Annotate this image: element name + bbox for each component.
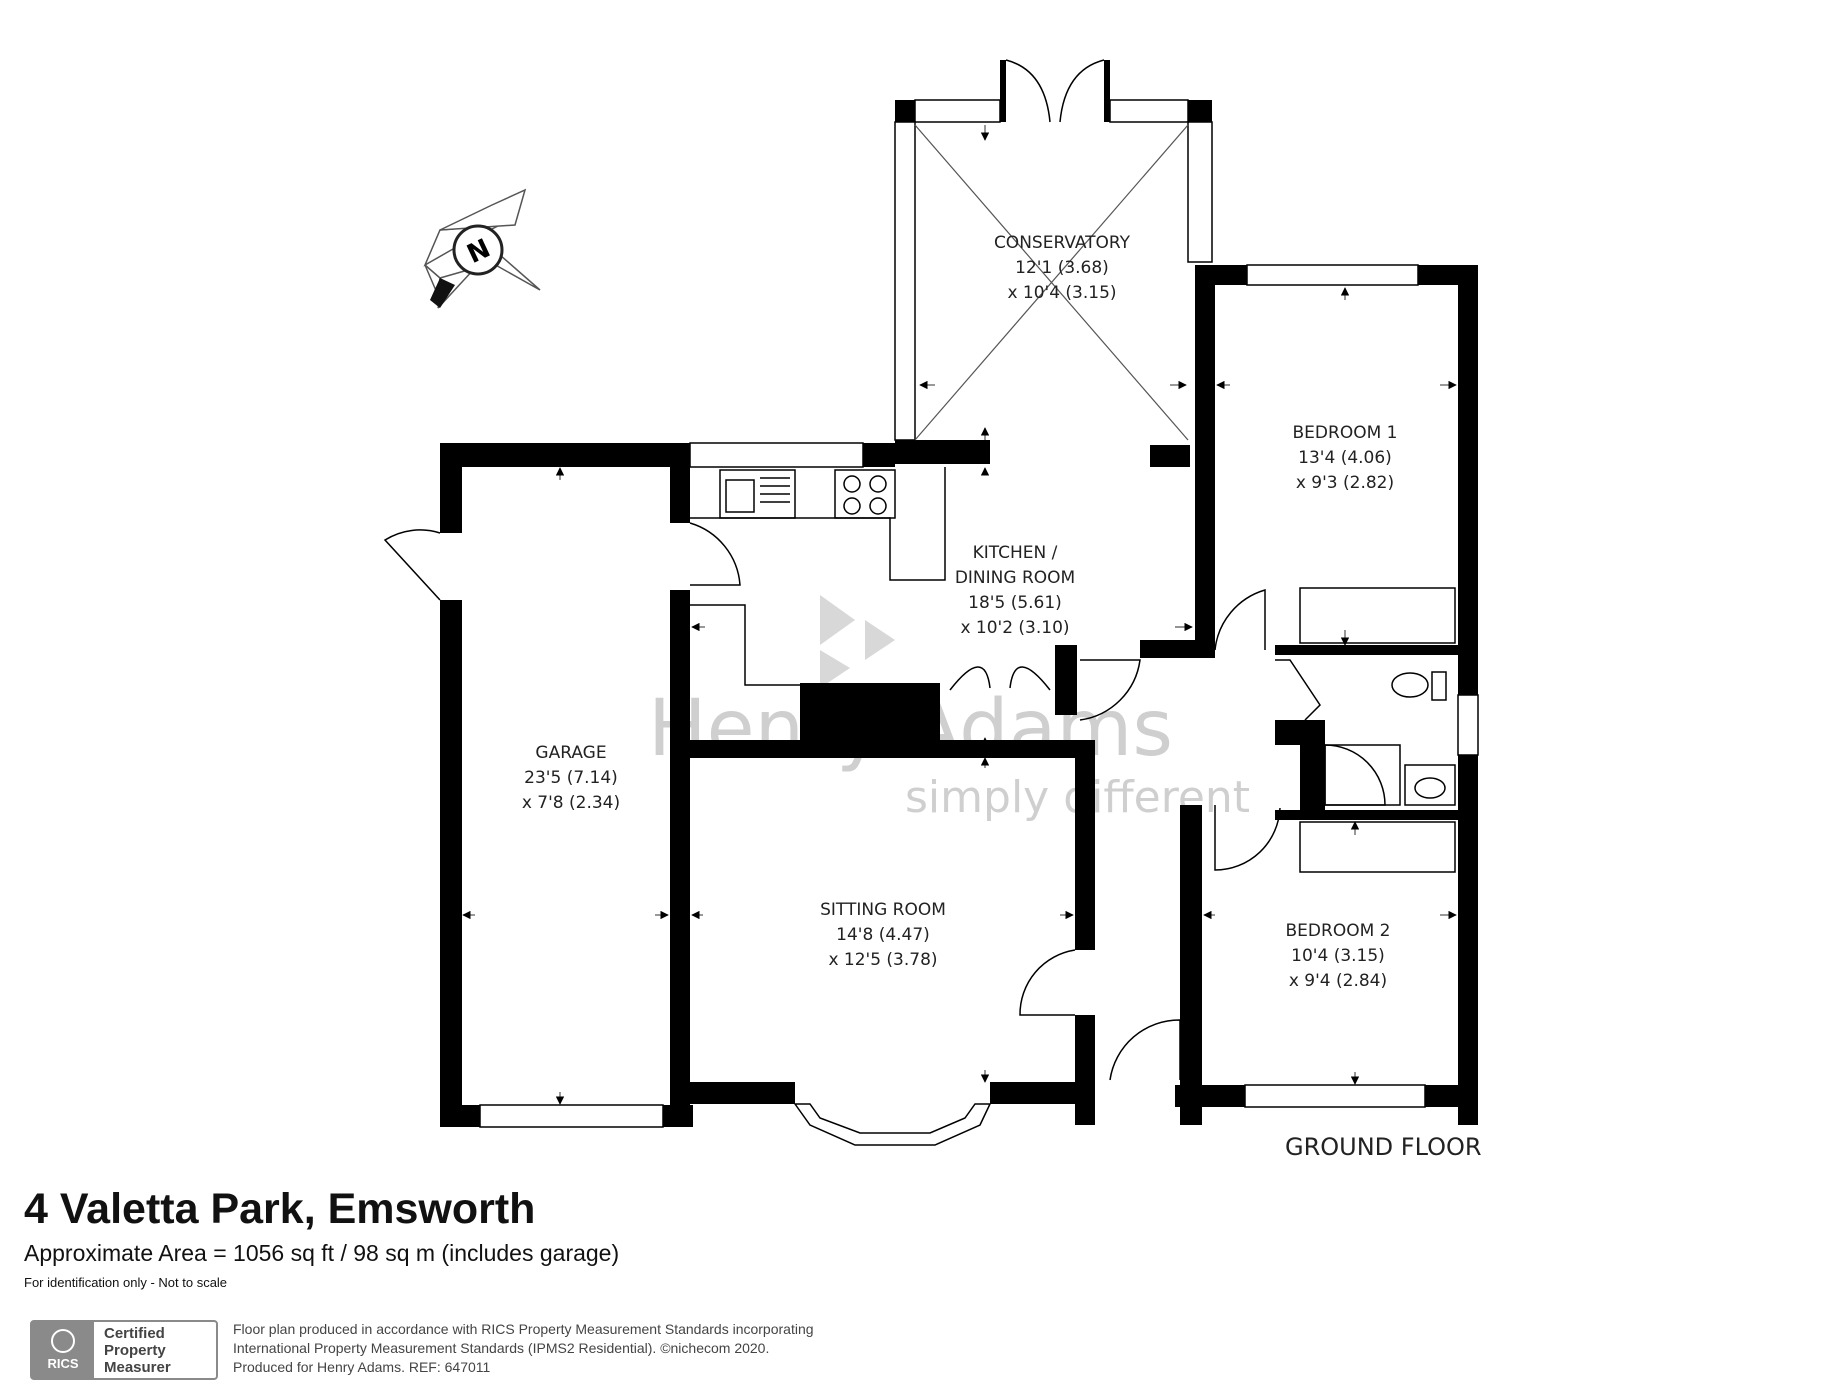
room-label-bedroom-2: BEDROOM 2 10'4 (3.15) x 9'4 (2.84) — [1286, 921, 1391, 991]
room-label-kitchen: KITCHEN / DINING ROOM 18'5 (5.61) x 10'2… — [955, 543, 1075, 638]
legal-line: International Property Measurement Stand… — [233, 1340, 770, 1356]
approximate-area: Approximate Area = 1056 sq ft / 98 sq m … — [24, 1240, 620, 1266]
shower-icon — [1324, 744, 1401, 806]
room-size: 23'5 (7.14) — [524, 768, 618, 788]
room-size: 10'4 (3.15) — [1291, 946, 1385, 966]
toilet-icon — [1391, 672, 1429, 698]
dimension-lines — [462, 124, 1457, 1105]
room-label-garage: GARAGE 23'5 (7.14) x 7'8 (2.34) — [522, 743, 620, 813]
badge-line: Measurer — [104, 1359, 171, 1376]
compass-icon: N — [423, 188, 541, 309]
badge-line: Certified — [104, 1325, 165, 1342]
room-name: KITCHEN / — [973, 543, 1058, 563]
room-size: x 7'8 (2.34) — [522, 793, 620, 813]
floor-label: GROUND FLOOR — [1285, 1133, 1482, 1161]
scale-note: For identification only - Not to scale — [24, 1275, 228, 1290]
basin-icon — [1404, 764, 1456, 806]
room-size: x 10'2 (3.10) — [960, 618, 1069, 638]
room-size: 13'4 (4.06) — [1298, 448, 1392, 468]
room-size: x 10'4 (3.15) — [1007, 283, 1116, 303]
watermark: Henry Adams simply different — [648, 595, 1250, 823]
room-size: 12'1 (3.68) — [1015, 258, 1109, 278]
room-size: 14'8 (4.47) — [836, 925, 930, 945]
room-size: x 9'4 (2.84) — [1289, 971, 1387, 991]
room-label-bedroom-1: BEDROOM 1 13'4 (4.06) x 9'3 (2.82) — [1293, 423, 1398, 493]
legal-line: Floor plan produced in accordance with R… — [233, 1321, 814, 1337]
rics-logo-text: RICS — [47, 1356, 79, 1371]
room-size: 18'5 (5.61) — [968, 593, 1062, 613]
room-name: BEDROOM 1 — [1293, 423, 1398, 443]
property-address: 4 Valetta Park, Emsworth — [24, 1185, 536, 1233]
floor-plan: Henry Adams simply different N — [383, 59, 1482, 1161]
room-name: SITTING ROOM — [820, 900, 946, 920]
room-size: x 12'5 (3.78) — [828, 950, 937, 970]
rics-logo-icon: RICS — [32, 1322, 94, 1378]
room-label-conservatory: CONSERVATORY 12'1 (3.68) x 10'4 (3.15) — [994, 233, 1131, 303]
room-size: x 9'3 (2.82) — [1296, 473, 1394, 493]
room-label-sitting-room: SITTING ROOM 14'8 (4.47) x 12'5 (3.78) — [820, 900, 946, 970]
badge-line: Property — [104, 1342, 166, 1359]
fixtures — [690, 467, 1456, 873]
room-name: CONSERVATORY — [994, 233, 1131, 253]
walls — [440, 60, 1478, 1127]
room-name: DINING ROOM — [955, 568, 1075, 588]
rics-badge: RICS Certified Property Measurer — [30, 1320, 218, 1380]
badge-text: Certified Property Measurer — [94, 1322, 171, 1378]
doors — [383, 59, 1321, 1081]
room-name: GARAGE — [535, 743, 606, 763]
windows — [479, 99, 1479, 1146]
legal-line: Produced for Henry Adams. REF: 647011 — [233, 1359, 491, 1375]
legal-notice: Floor plan produced in accordance with R… — [233, 1320, 814, 1377]
room-name: BEDROOM 2 — [1286, 921, 1391, 941]
hob-icon — [834, 469, 896, 519]
